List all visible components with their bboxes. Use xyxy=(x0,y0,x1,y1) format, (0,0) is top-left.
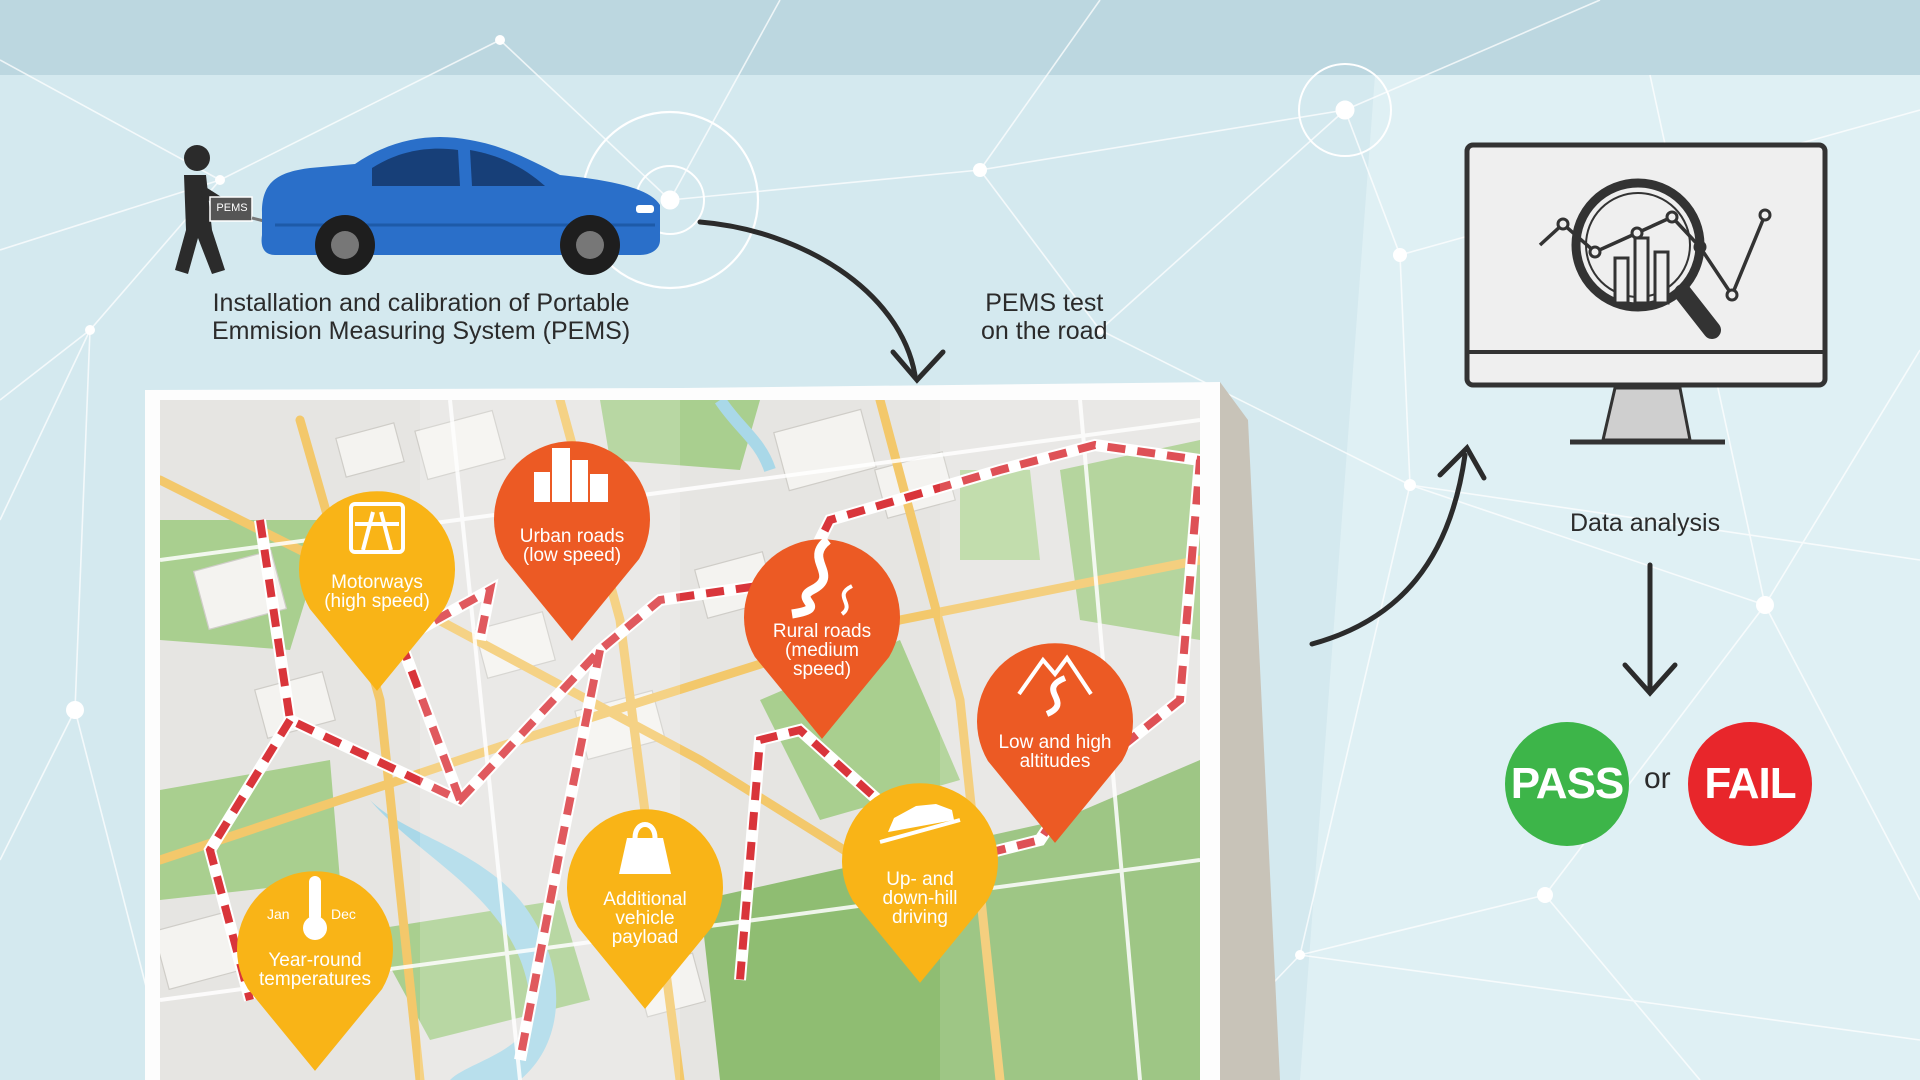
pin-payload xyxy=(567,809,723,1009)
pin-label-hill: Up- and down-hill driving xyxy=(882,869,958,928)
winding-road-icon xyxy=(791,536,854,619)
pass-badge: PASS xyxy=(1505,722,1629,846)
mountain-road-icon xyxy=(1017,654,1093,717)
road-test-line-2: on the road xyxy=(981,317,1108,345)
pin-label-rural: Rural roads (medium speed) xyxy=(772,621,872,680)
install-label-line-1: Installation and calibration of Portable xyxy=(212,289,630,317)
city-buildings-icon xyxy=(534,448,608,502)
pin-label-temperature: Year-round temperatures xyxy=(259,950,371,990)
monitor-with-chart xyxy=(1464,142,1828,445)
car-incline-icon xyxy=(879,804,961,844)
fail-badge: FAIL xyxy=(1688,722,1812,846)
top-band xyxy=(0,0,1920,75)
road-test-label: PEMS test on the road xyxy=(981,289,1108,345)
flow-arrows xyxy=(697,219,1678,697)
data-analysis-label: Data analysis xyxy=(1570,509,1721,537)
install-label-line-2: Emmision Measuring System (PEMS) xyxy=(212,317,631,345)
pin-urban xyxy=(494,441,650,641)
pin-label-urban: Urban roads (low speed) xyxy=(519,526,625,566)
pin-hill xyxy=(842,783,999,983)
month-label-0: Jan xyxy=(267,906,290,922)
thermometer-icon xyxy=(303,876,327,940)
pin-label-motorways: Motorways (high speed) xyxy=(324,572,430,612)
pin-label-altitudes: Low and high altitudes xyxy=(998,732,1112,772)
pems-device xyxy=(209,196,253,222)
install-label: Installation and calibration of Portable… xyxy=(212,289,630,345)
pems-device-label: PEMS xyxy=(216,202,248,214)
or-label: or xyxy=(1644,762,1671,795)
motorway-icon xyxy=(349,502,405,554)
car xyxy=(261,137,660,275)
pin-temperature xyxy=(237,871,393,1071)
weight-icon xyxy=(619,822,671,874)
road-test-line-1: PEMS test xyxy=(985,289,1104,317)
network-nodes xyxy=(66,35,1774,960)
month-label-1: Dec xyxy=(331,906,356,922)
pin-altitudes xyxy=(976,643,1133,843)
pin-motorways xyxy=(299,491,456,691)
pin-label-payload: Additional vehicle payload xyxy=(603,889,687,948)
pin-rural xyxy=(744,536,900,739)
